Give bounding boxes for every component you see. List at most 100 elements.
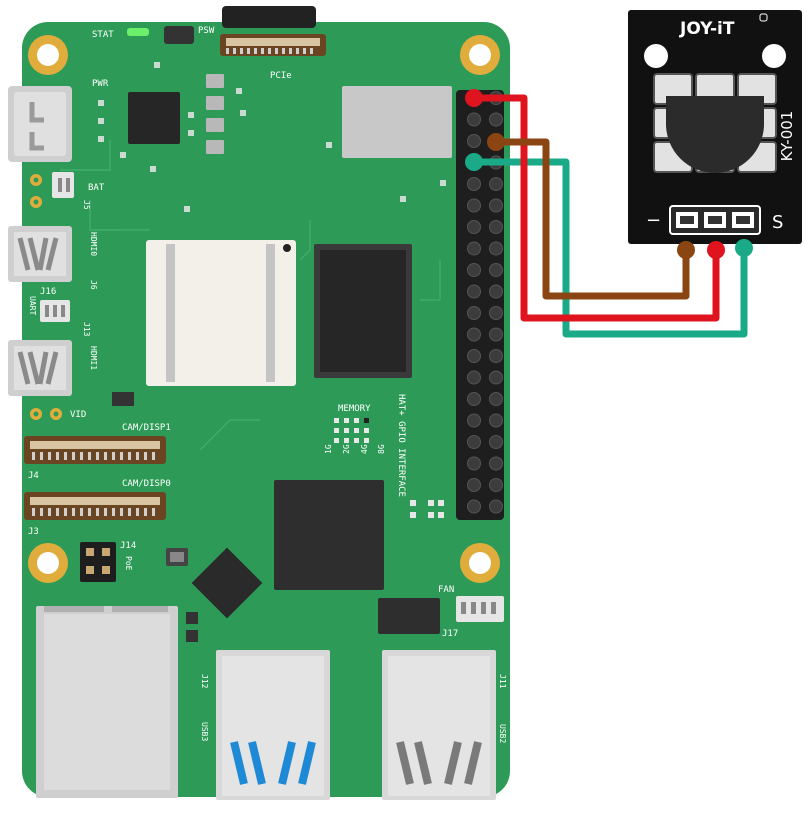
usb2-label: USB2	[498, 724, 507, 743]
bat-label: BAT	[88, 183, 105, 193]
sensor-brand-logo: JOY-iT	[679, 19, 735, 39]
gpio-pin	[489, 263, 503, 277]
uart-label: UART	[28, 296, 37, 315]
psw-switch	[164, 26, 194, 44]
pin-signal-label: S	[772, 212, 783, 233]
j5-label: J5	[82, 200, 91, 210]
gpio-pin	[467, 456, 481, 471]
gpio-pin	[489, 349, 503, 363]
gpio-pin	[489, 198, 503, 213]
wires	[470, 94, 748, 338]
gpio-pin	[467, 327, 481, 342]
poe-header	[80, 542, 116, 582]
hdmi0-label: HDMI0	[89, 232, 98, 256]
rp1-chip	[274, 480, 384, 590]
mounting-hole	[460, 35, 500, 75]
video-connector	[30, 408, 62, 420]
battery-connector	[30, 172, 74, 208]
gpio-pin	[467, 499, 481, 514]
memory-label: MEMORY	[338, 404, 371, 414]
j4-label: J4	[28, 471, 39, 481]
vid-label: VID	[70, 410, 86, 420]
gpio-pin	[467, 349, 481, 363]
j17-label: J17	[442, 629, 458, 639]
memory-4g-label: 4G	[360, 444, 369, 454]
gpio-pin	[467, 392, 481, 406]
pcie-label: PCIe	[270, 71, 292, 81]
pwr-label: PWR	[92, 79, 109, 89]
hdmi1-label: HDMI1	[89, 346, 98, 370]
usb3-port	[216, 650, 330, 800]
gpio-pin	[489, 456, 503, 471]
mounting-hole	[460, 543, 500, 583]
gpio-pin	[467, 435, 481, 449]
pin-minus-label: −	[646, 210, 661, 231]
ky-001-sensor-module: JOY-iT KY-001 − S	[628, 10, 802, 244]
gpio-pin	[467, 413, 481, 428]
usb-c-port	[8, 86, 72, 162]
hdmi0-port	[8, 226, 72, 282]
gpio-pin	[467, 177, 481, 191]
sensor-pin-header	[669, 205, 761, 235]
gpio-header	[456, 90, 504, 520]
gpio-pin	[467, 284, 481, 299]
vid-chip	[112, 392, 134, 406]
gpio-pin	[467, 112, 481, 127]
j3-label: J3	[28, 527, 39, 537]
gpio-pin	[489, 435, 503, 449]
gpio-pin	[467, 263, 481, 277]
gpio-pin	[467, 198, 481, 213]
gpio-pin	[467, 306, 481, 320]
wire-ground-brown	[492, 138, 690, 300]
ethernet-port	[36, 606, 178, 798]
gpio-pin	[489, 413, 503, 428]
psw-label: PSW	[198, 26, 215, 36]
mounting-hole	[644, 44, 668, 68]
gpio-pin	[467, 370, 481, 385]
gpio-pin	[467, 241, 481, 256]
cam-disp0-label: CAM/DISP0	[122, 479, 171, 489]
stat-label: STAT	[92, 30, 114, 40]
mounting-hole	[28, 35, 68, 75]
gpio-pin	[489, 284, 503, 299]
pmic-chip	[128, 92, 180, 144]
j14-label: J14	[120, 541, 136, 551]
wireless-shield	[342, 86, 452, 158]
gpio-pin	[489, 241, 503, 256]
gpio-pin	[489, 177, 503, 191]
gpio-pin	[467, 134, 481, 148]
gpio-pin	[489, 499, 503, 514]
top-connector	[222, 6, 316, 28]
cam-disp1-label: CAM/DISP1	[122, 423, 171, 433]
j16-label: J16	[40, 287, 56, 297]
gpio-pin	[489, 306, 503, 320]
wire-end-cap	[465, 89, 753, 259]
gpio-pin	[489, 392, 503, 406]
gpio-pin	[489, 370, 503, 385]
gpio-pins	[467, 91, 503, 514]
gpio-pin	[467, 478, 481, 492]
cam-disp1-connector	[24, 436, 166, 464]
cam-disp0-connector	[24, 492, 166, 520]
j11-label: J11	[498, 674, 507, 689]
j6-label: J6	[89, 280, 98, 290]
j13-label: J13	[82, 322, 91, 337]
gpio-pin	[489, 112, 503, 127]
usb2-port	[382, 650, 496, 800]
gpio-interface-label: HAT+ GPIO INTERFACE	[396, 394, 406, 497]
mounting-hole	[762, 44, 786, 68]
gpio-pin	[489, 478, 503, 492]
temperature-sensor-chip	[666, 96, 764, 173]
hdmi1-port	[8, 340, 72, 396]
memory-8g-label: 8G	[377, 444, 386, 454]
memory-2g-label: 2G	[342, 444, 351, 454]
mounting-hole	[28, 543, 68, 583]
memory-1g-label: 1G	[324, 444, 333, 454]
wire-signal-green	[470, 158, 748, 338]
memory-indicator	[334, 418, 369, 443]
ram-chip	[314, 244, 412, 378]
usb3-label: USB3	[200, 722, 209, 741]
j12-label: J12	[200, 674, 209, 689]
poe-label: PoE	[124, 556, 133, 571]
